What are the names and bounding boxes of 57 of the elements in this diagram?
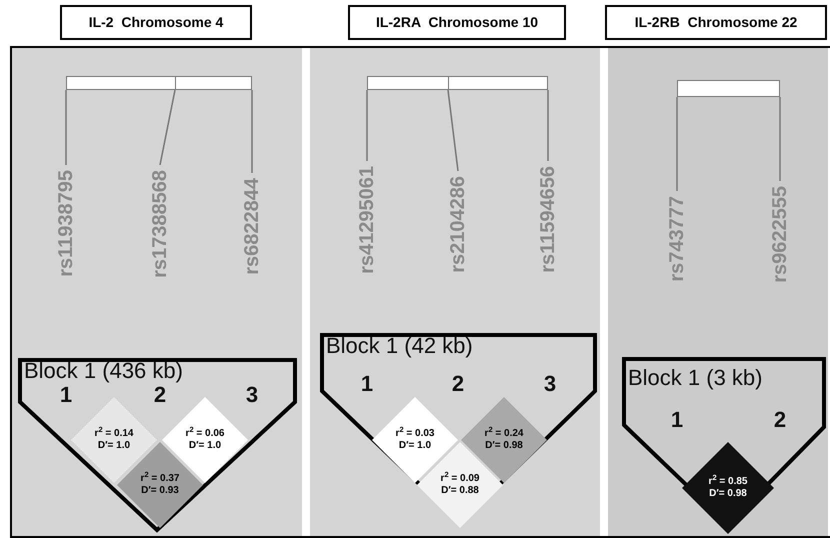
ld-diamond	[461, 397, 547, 483]
snp-label: rs9622555	[768, 186, 792, 290]
block-label: Block 1 (436 kb)	[24, 360, 183, 382]
d-prime-value: D′= 1.0	[398, 440, 432, 452]
snp-number: 1	[360, 373, 374, 395]
snp-number: 2	[452, 373, 464, 395]
r-squared-value: r$^{2}$ = 0.37	[140, 473, 180, 485]
r-squared-value: r$^{2}$ = 0.06	[186, 428, 224, 440]
snp-label: rs41295061	[355, 166, 379, 290]
snp-position-line	[65, 90, 67, 165]
snp-position-line	[676, 97, 678, 191]
gene-bar	[677, 80, 780, 97]
ld-diamond	[682, 442, 774, 534]
gene-panel	[310, 48, 600, 536]
snp-position-line	[159, 90, 176, 166]
r-squared-value: r$^{2}$ = 0.09	[440, 473, 480, 485]
snp-position-line	[547, 90, 549, 161]
snp-position-line	[779, 97, 781, 181]
chromosome-title-box: IL-2RA Chromosome 10	[348, 5, 566, 40]
snp-label: rs11594656	[536, 166, 560, 290]
snp-number: 3	[246, 384, 258, 406]
block-label: Block 1 (42 kb)	[326, 335, 473, 357]
snp-number: 2	[774, 409, 786, 431]
snp-number: 3	[544, 373, 556, 395]
chromosome-title-box: IL-2RB Chromosome 22	[605, 5, 827, 40]
ld-diamond	[417, 442, 503, 528]
snp-label: rs743777	[665, 196, 689, 290]
snp-number: 1	[670, 409, 684, 431]
snp-number: 2	[154, 384, 166, 406]
gene-panel	[608, 48, 828, 536]
snp-label: rs6822844	[240, 178, 264, 290]
d-prime-value: D′= 0.88	[441, 485, 479, 497]
snp-position-line	[251, 90, 253, 173]
ld-diamond	[117, 442, 203, 528]
block-label: Block 1 (3 kb)	[628, 367, 762, 389]
ld-block	[320, 333, 597, 527]
gene-bar	[66, 76, 252, 90]
d-prime-value: D′= 0.98	[709, 488, 747, 500]
snp-label: rs11938795	[54, 170, 78, 290]
snp-number: 1	[60, 384, 72, 406]
snp-label: rs17388568	[148, 170, 172, 290]
gene-bar	[367, 76, 548, 90]
d-prime-value: D′= 0.93	[141, 485, 179, 497]
d-prime-value: D′= 0.98	[485, 440, 523, 452]
chromosome-title-box: IL-2 Chromosome 4	[60, 5, 252, 40]
r-squared-value: r$^{2}$ = 0.24	[484, 428, 524, 440]
d-prime-value: D′= 1.0	[188, 440, 222, 452]
gene-panel	[12, 48, 302, 536]
r-squared-value: r$^{2}$ = 0.03	[396, 428, 434, 440]
ld-block	[18, 358, 297, 534]
snp-position-line	[447, 90, 459, 172]
snp-position-line	[366, 90, 368, 161]
r-squared-value: r$^{2}$ = 0.14	[94, 428, 134, 440]
r-squared-value: r$^{2}$ = 0.85	[708, 476, 748, 488]
snp-label: rs2104286	[446, 176, 470, 290]
ld-diamond	[372, 397, 458, 483]
d-prime-value: D′= 1.0	[98, 440, 130, 452]
